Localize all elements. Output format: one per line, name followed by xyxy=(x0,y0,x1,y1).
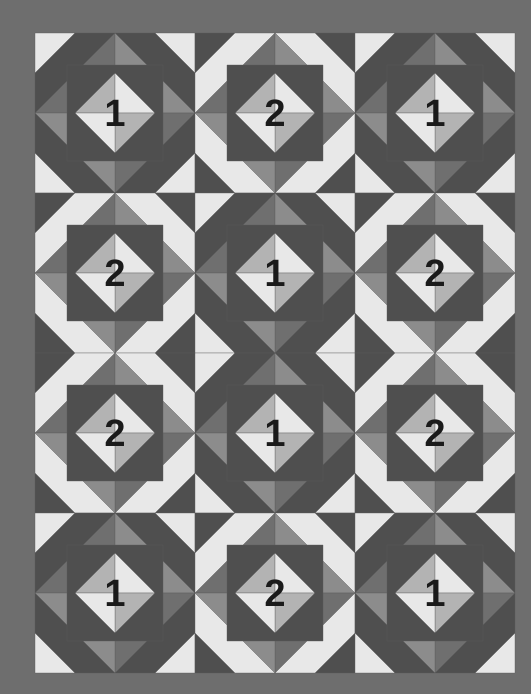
block-label: 2 xyxy=(264,93,285,135)
block-label: 2 xyxy=(104,253,125,295)
block-label: 1 xyxy=(424,93,445,135)
block-label: 2 xyxy=(424,253,445,295)
quilt-blocks: 1 2 1 2 1 2 2 1 2 1 2 1 xyxy=(35,33,515,673)
block-label: 1 xyxy=(104,573,125,615)
block-label: 1 xyxy=(424,573,445,615)
block-label: 1 xyxy=(264,253,285,295)
block-label: 1 xyxy=(264,413,285,455)
block-label: 2 xyxy=(104,413,125,455)
block-label: 1 xyxy=(104,93,125,135)
block-label: 2 xyxy=(264,573,285,615)
block-label: 2 xyxy=(424,413,445,455)
